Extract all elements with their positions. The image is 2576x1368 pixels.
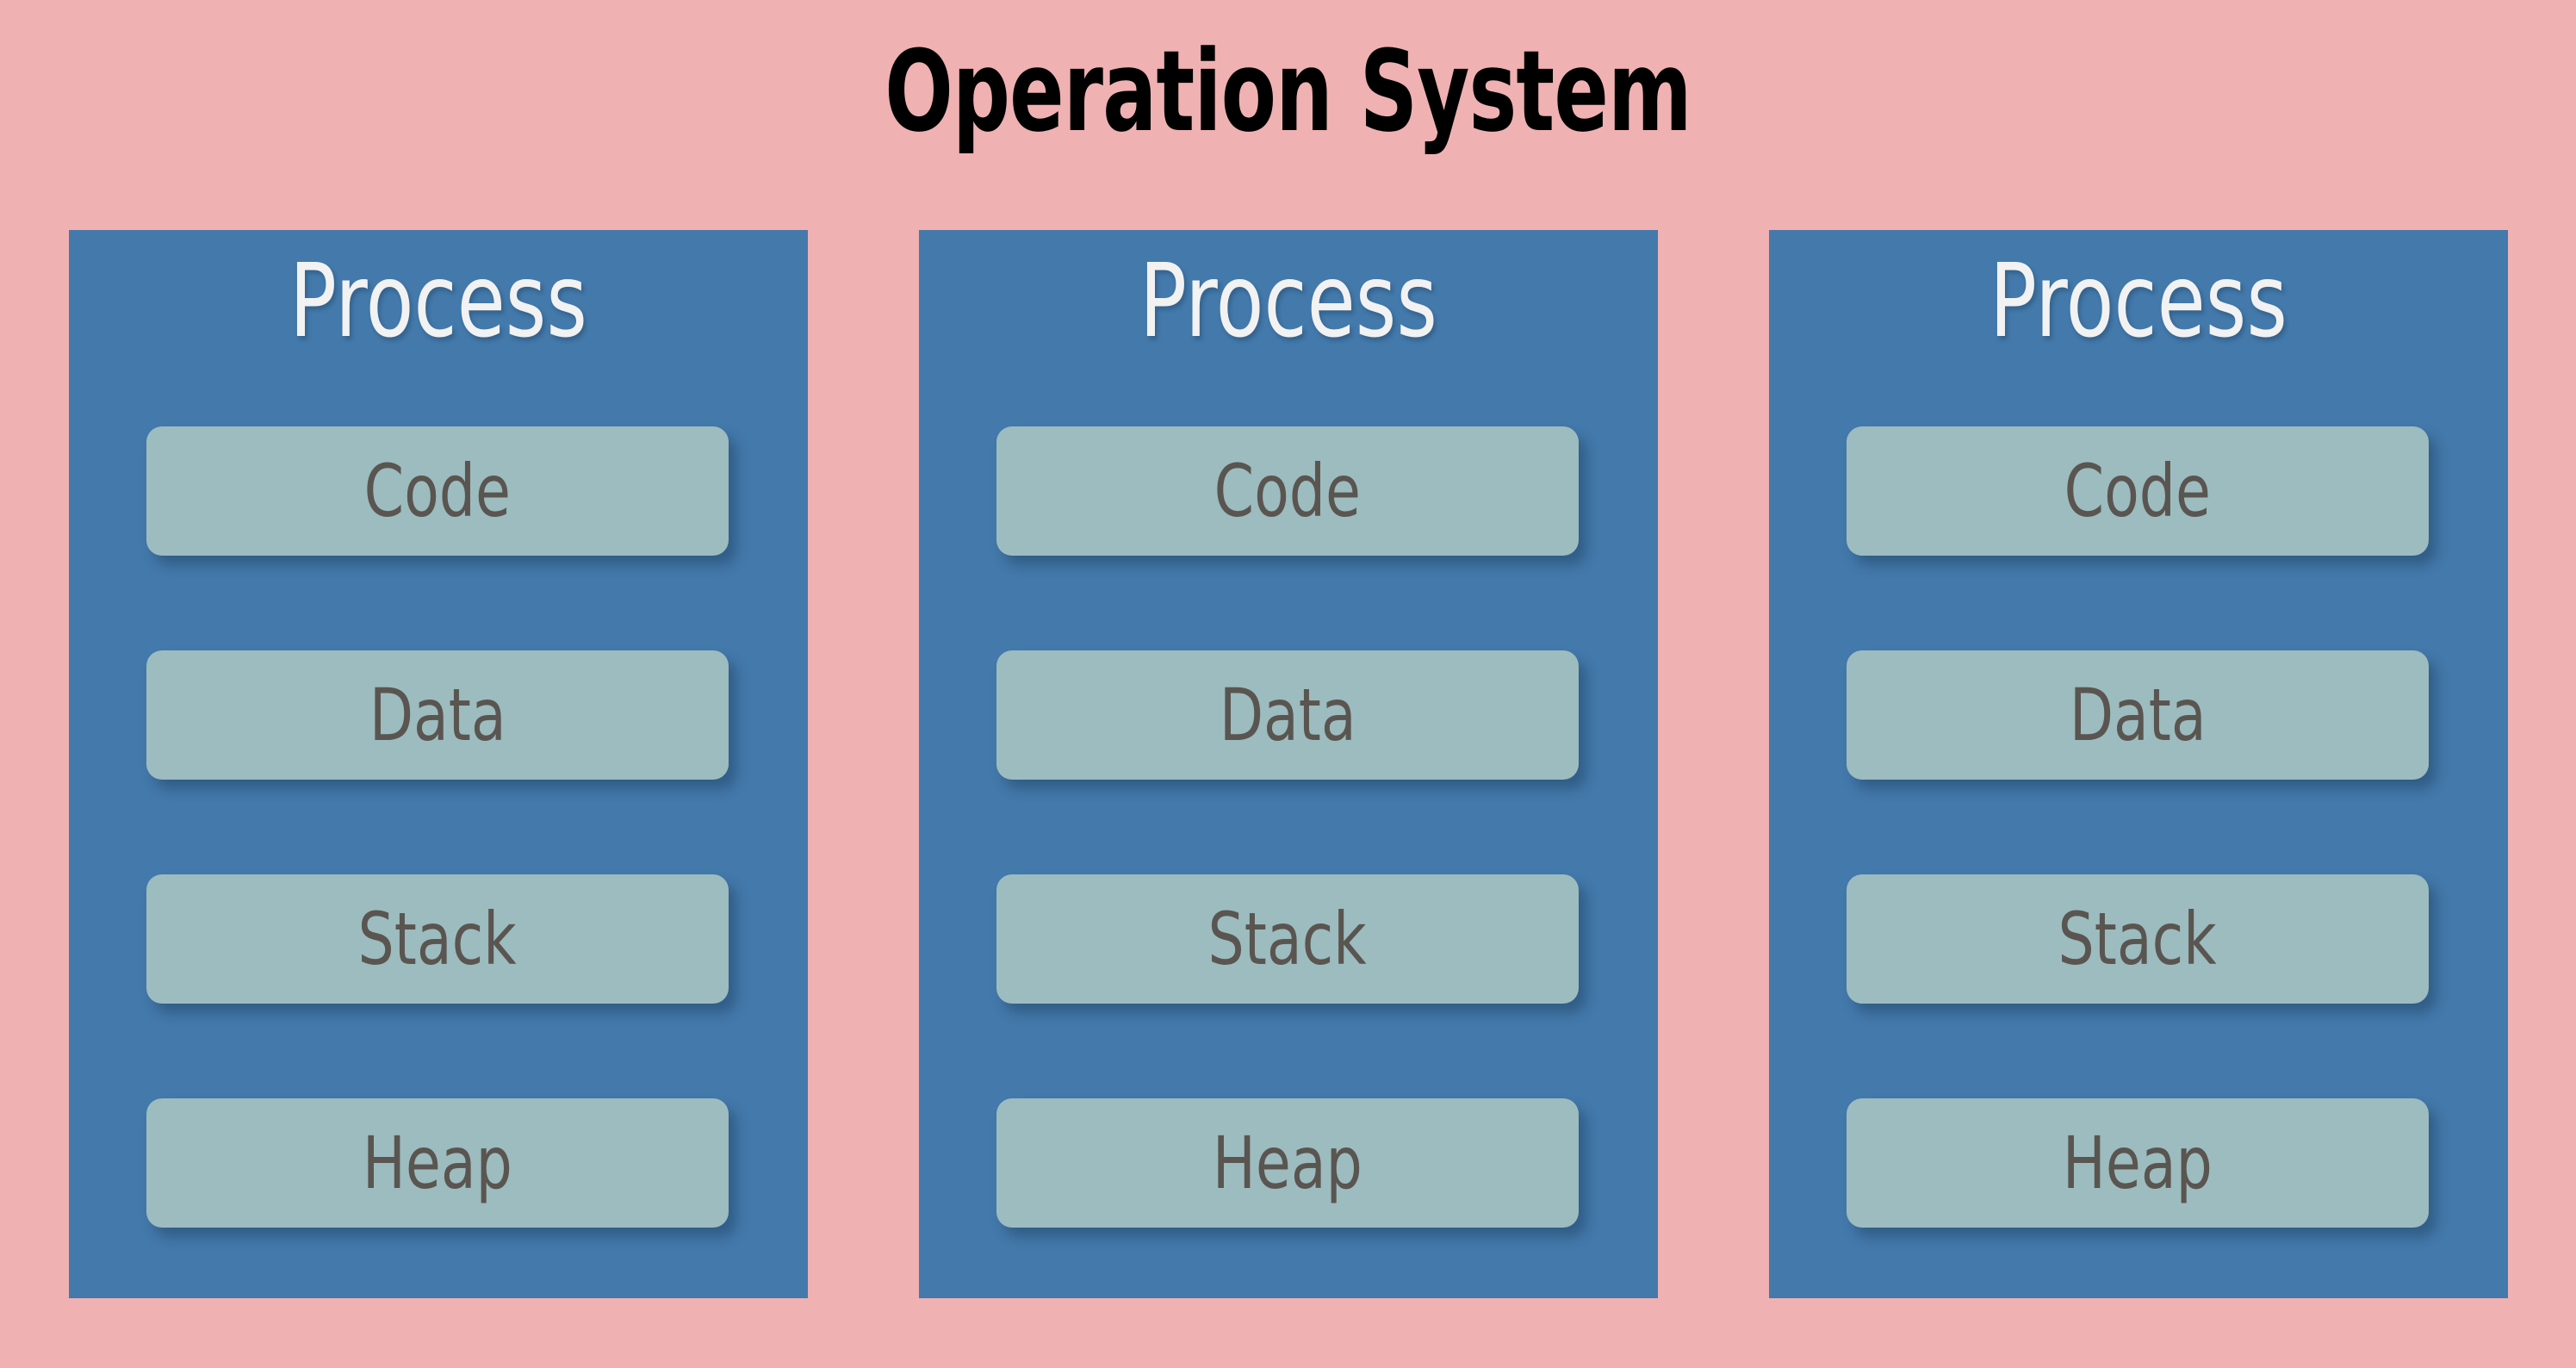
process-heading: Process (1989, 241, 2287, 360)
memory-segment-list: Code Data Stack Heap (996, 426, 1579, 1228)
segment-label: Data (369, 673, 506, 757)
segment-code: Code (996, 426, 1579, 556)
segment-label: Code (2064, 449, 2212, 533)
segment-data: Data (146, 650, 729, 780)
segment-code: Code (146, 426, 729, 556)
segment-heap: Heap (996, 1098, 1579, 1228)
segment-heap: Heap (146, 1098, 729, 1228)
process-box: Process Code Data Stack Heap (69, 230, 808, 1298)
segment-code: Code (1847, 426, 2429, 556)
segment-label: Stack (2058, 897, 2218, 981)
segment-label: Data (1219, 673, 1356, 757)
segment-data: Data (996, 650, 1579, 780)
memory-segment-list: Code Data Stack Heap (1847, 426, 2429, 1228)
segment-heap: Heap (1847, 1098, 2429, 1228)
segment-stack: Stack (996, 874, 1579, 1004)
segment-stack: Stack (1847, 874, 2429, 1004)
process-list: Process Code Data Stack Heap Process (69, 230, 2508, 1298)
memory-segment-list: Code Data Stack Heap (146, 426, 729, 1228)
segment-stack: Stack (146, 874, 729, 1004)
page-title: Operation System (885, 26, 1691, 157)
segment-label: Heap (2063, 1121, 2213, 1205)
segment-data: Data (1847, 650, 2429, 780)
process-heading: Process (289, 241, 587, 360)
segment-label: Code (1214, 449, 1362, 533)
process-heading: Process (1139, 241, 1437, 360)
process-box: Process Code Data Stack Heap (919, 230, 1658, 1298)
segment-label: Heap (1213, 1121, 1362, 1205)
segment-label: Data (2069, 673, 2207, 757)
segment-label: Stack (357, 897, 518, 981)
process-box: Process Code Data Stack Heap (1769, 230, 2508, 1298)
segment-label: Heap (363, 1121, 512, 1205)
segment-label: Stack (1207, 897, 1368, 981)
segment-label: Code (363, 449, 512, 533)
